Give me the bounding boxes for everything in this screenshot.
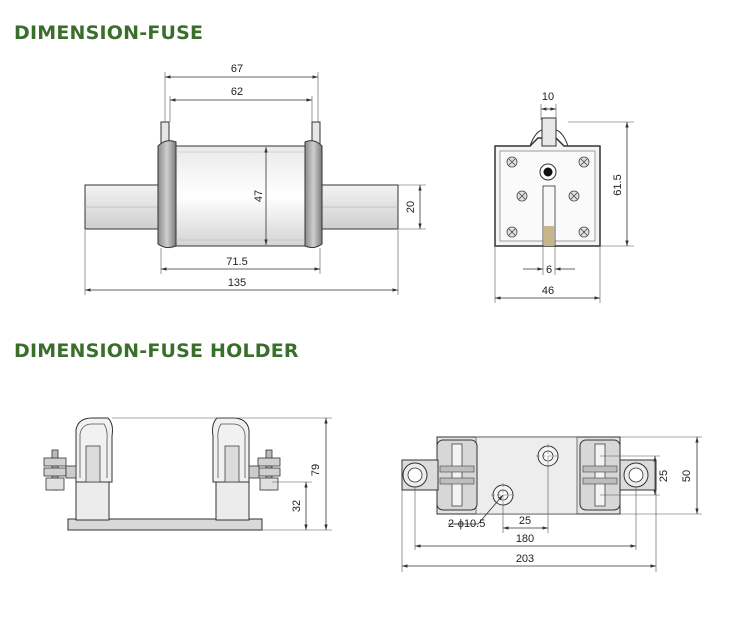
dim-fuse-top-slot: 10 bbox=[542, 91, 554, 103]
dim-fuse-blade-height: 20 bbox=[405, 201, 417, 213]
dim-holder-depth: 50 bbox=[681, 470, 693, 482]
dim-fuse-total-length: 135 bbox=[228, 277, 246, 289]
dim-fuse-overall-width: 67 bbox=[231, 63, 243, 75]
holder-bolt-left bbox=[43, 449, 77, 491]
dim-holder-hole-spacing: 25 bbox=[658, 470, 670, 482]
dim-fuse-inner-width: 62 bbox=[231, 86, 243, 98]
holder-top-contact-right bbox=[579, 439, 621, 511]
fuse-end-top-blade bbox=[541, 117, 557, 147]
holder-insulator-left bbox=[75, 481, 110, 521]
dim-holder-mount-spacing: 180 bbox=[516, 533, 534, 545]
fuse-end-view: 10 61.5 6 46 bbox=[494, 91, 634, 303]
dim-fuse-body-height: 47 bbox=[253, 190, 265, 202]
holder-side-view: 79 32 bbox=[43, 417, 332, 531]
fuse-ceramic-body bbox=[175, 145, 306, 247]
dim-fuse-height: 61.5 bbox=[612, 174, 624, 195]
holder-top-contact-left bbox=[436, 439, 478, 511]
dim-holder-total-height: 79 bbox=[310, 464, 322, 476]
fuse-end-cap-left bbox=[157, 140, 177, 249]
fuse-dimension-heading: DIMENSION-FUSE bbox=[14, 22, 204, 44]
dim-holder-center-spacing: 25 bbox=[519, 515, 531, 527]
fuse-holder-dimension-heading: DIMENSION-FUSE HOLDER bbox=[14, 340, 299, 362]
dim-holder-hole-label: 2-ϕ10.5 bbox=[448, 518, 485, 530]
fuse-side-view: 67 62 47 71.5 135 20 bbox=[84, 63, 426, 295]
dim-holder-base-height: 32 bbox=[291, 500, 303, 512]
dim-fuse-width: 46 bbox=[542, 285, 554, 297]
holder-insulator-right bbox=[215, 481, 250, 521]
holder-top-view: 25 50 2-ϕ10.5 25 180 203 bbox=[401, 436, 702, 572]
fuse-end-cap-right bbox=[304, 140, 323, 249]
dim-fuse-body-length: 71.5 bbox=[226, 256, 247, 268]
dim-fuse-slot-width: 6 bbox=[546, 264, 552, 276]
holder-base-plate bbox=[67, 518, 263, 531]
dim-holder-total-length: 203 bbox=[516, 553, 534, 565]
holder-bolt-right bbox=[248, 449, 281, 491]
